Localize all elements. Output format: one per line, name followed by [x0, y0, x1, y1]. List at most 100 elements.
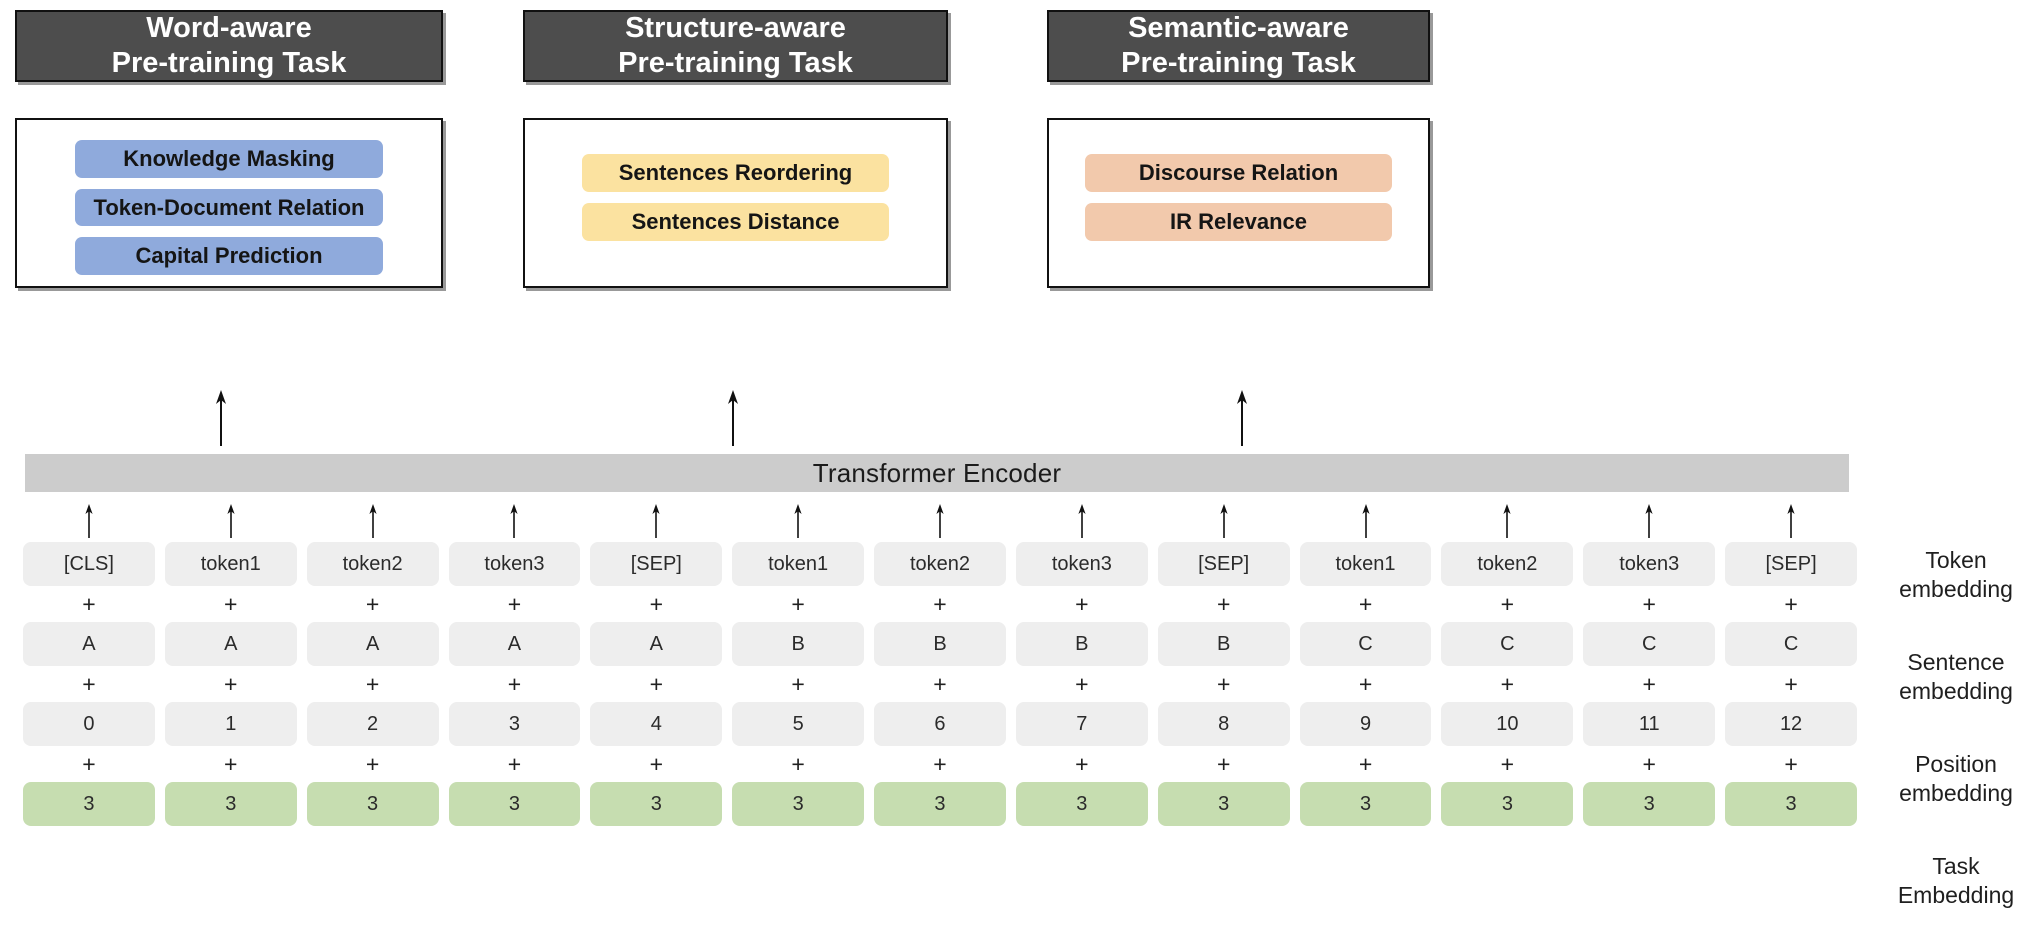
embedding-column: token2+C+10+3	[1441, 500, 1574, 826]
token-embedding-cell[interactable]: token1	[732, 542, 865, 586]
sentence-embedding-cell[interactable]: B	[1157, 622, 1290, 666]
plus-sign: +	[649, 670, 664, 697]
plus-sign: +	[791, 750, 805, 777]
position-embedding-cell[interactable]: 1	[164, 702, 297, 746]
position-embedding-cell[interactable]: 4	[590, 702, 723, 746]
token-up-arrow	[590, 500, 722, 542]
task-embedding-cell[interactable]: 3	[306, 782, 439, 826]
token-embedding-cell[interactable]: token2	[306, 542, 439, 586]
sentence-embedding-cell[interactable]: A	[306, 622, 439, 666]
task-header-line-1: Word-aware	[146, 11, 312, 44]
task-embedding-cell[interactable]: 3	[874, 782, 1006, 826]
embedding-column: [CLS]+A+0+3	[23, 500, 155, 826]
task-embedding-cell[interactable]: 3	[23, 782, 155, 826]
position-embedding-cell[interactable]: 0	[23, 702, 155, 746]
arrow-up-icon	[1503, 504, 1511, 538]
row-label-line-2: embedding	[1899, 576, 2013, 603]
task-embedding-cell[interactable]: 3	[1015, 782, 1148, 826]
sentence-embedding-cell[interactable]: B	[874, 622, 1006, 666]
token-up-arrow	[1016, 500, 1148, 542]
token-up-arrow	[1583, 500, 1715, 542]
plus-sign: +	[791, 670, 805, 697]
task-header-line-1: Structure-aware	[625, 11, 846, 44]
plus-sign: +	[365, 670, 380, 697]
position-embedding-cell[interactable]: 8	[1157, 702, 1290, 746]
task-embedding-cell[interactable]: 3	[732, 782, 865, 826]
task-item-discourse-relation[interactable]: Discourse Relation	[1085, 154, 1392, 192]
row-label-line-1: Sentence	[1907, 649, 2005, 675]
token-embedding-cell[interactable]: token3	[1583, 542, 1716, 586]
token-embedding-cell[interactable]: [SEP]	[1725, 542, 1857, 586]
task-embedding-cell[interactable]: 3	[1441, 782, 1574, 826]
task-item-token-document-relation[interactable]: Token-Document Relation	[75, 188, 383, 227]
arrow-up-icon	[794, 504, 802, 538]
embedding-column: token2+A+2+3	[306, 500, 439, 826]
plus-sign: +	[933, 670, 947, 697]
position-embedding-cell[interactable]: 3	[448, 702, 581, 746]
token-up-arrow	[449, 500, 581, 542]
sentence-embedding-cell[interactable]: A	[590, 622, 723, 666]
task-item-ir-relevance[interactable]: IR Relevance	[1085, 203, 1392, 241]
task-embedding-cell[interactable]: 3	[1725, 782, 1857, 826]
plus-sign: +	[507, 670, 522, 697]
sentence-embedding-cell[interactable]: A	[448, 622, 581, 666]
sentence-embedding-cell[interactable]: C	[1725, 622, 1857, 666]
token-embedding-cell[interactable]: [SEP]	[590, 542, 723, 586]
token-embedding-cell[interactable]: token3	[448, 542, 581, 586]
sentence-embedding-cell[interactable]: A	[23, 622, 155, 666]
sentence-embedding-cell[interactable]: C	[1441, 622, 1574, 666]
task-body-structure-aware: Sentences Reordering Sentences Distance	[523, 118, 948, 288]
task-item-knowledge-masking[interactable]: Knowledge Masking	[75, 140, 383, 178]
sentence-embedding-cell[interactable]: A	[164, 622, 297, 666]
task-embedding-cell[interactable]: 3	[164, 782, 297, 826]
position-embedding-cell[interactable]: 9	[1299, 702, 1432, 746]
position-embedding-cell[interactable]: 6	[874, 702, 1006, 746]
position-embedding-cell[interactable]: 7	[1015, 702, 1148, 746]
token-up-arrow	[1300, 500, 1432, 542]
task-embedding-cell[interactable]: 3	[1157, 782, 1290, 826]
task-item-sentences-distance[interactable]: Sentences Distance	[582, 203, 889, 241]
token-up-arrow	[732, 500, 864, 542]
token-embedding-cell[interactable]: [CLS]	[23, 542, 155, 586]
arrow-up-icon	[1220, 504, 1228, 538]
task-embedding-cell[interactable]: 3	[1583, 782, 1716, 826]
sentence-embedding-cell[interactable]: B	[732, 622, 865, 666]
arrow-up-icon	[1078, 504, 1086, 538]
token-embedding-cell[interactable]: token2	[874, 542, 1006, 586]
token-up-arrow	[874, 500, 1006, 542]
plus-sign: +	[224, 670, 238, 697]
plus-sign: +	[507, 750, 522, 777]
arrow-up-icon	[85, 504, 93, 538]
token-embedding-cell[interactable]: token3	[1015, 542, 1148, 586]
plus-sign: +	[1075, 750, 1089, 777]
plus-sign: +	[224, 750, 238, 777]
position-embedding-cell[interactable]: 5	[732, 702, 865, 746]
position-embedding-cell[interactable]: 10	[1441, 702, 1574, 746]
position-embedding-cell[interactable]: 11	[1583, 702, 1716, 746]
plus-sign: +	[1500, 590, 1515, 617]
task-embedding-cell[interactable]: 3	[448, 782, 581, 826]
position-embedding-cell[interactable]: 12	[1725, 702, 1857, 746]
task-embedding-cell[interactable]: 3	[590, 782, 723, 826]
task-embedding-cell[interactable]: 3	[1299, 782, 1432, 826]
sentence-embedding-cell[interactable]: C	[1583, 622, 1716, 666]
plus-sign: +	[1642, 670, 1656, 697]
sentence-embedding-cell[interactable]: C	[1299, 622, 1432, 666]
task-header-word-aware: Word-aware Pre-training Task	[15, 10, 443, 82]
embedding-column: token3+B+7+3	[1015, 500, 1148, 826]
token-embedding-cell[interactable]: token1	[164, 542, 297, 586]
embedding-column: [SEP]+B+8+3	[1157, 500, 1290, 826]
embedding-column: token1+A+1+3	[164, 500, 297, 826]
task-item-sentences-reordering[interactable]: Sentences Reordering	[582, 154, 889, 192]
task-item-capital-prediction[interactable]: Capital Prediction	[75, 237, 383, 276]
plus-sign: +	[649, 750, 664, 777]
position-embedding-cell[interactable]: 2	[306, 702, 439, 746]
token-embedding-cell[interactable]: token2	[1441, 542, 1574, 586]
plus-sign: +	[1784, 750, 1798, 777]
token-embedding-cell[interactable]: [SEP]	[1157, 542, 1290, 586]
token-embedding-cell[interactable]: token1	[1299, 542, 1432, 586]
token-up-arrow	[307, 500, 439, 542]
sentence-embedding-cell[interactable]: B	[1015, 622, 1148, 666]
